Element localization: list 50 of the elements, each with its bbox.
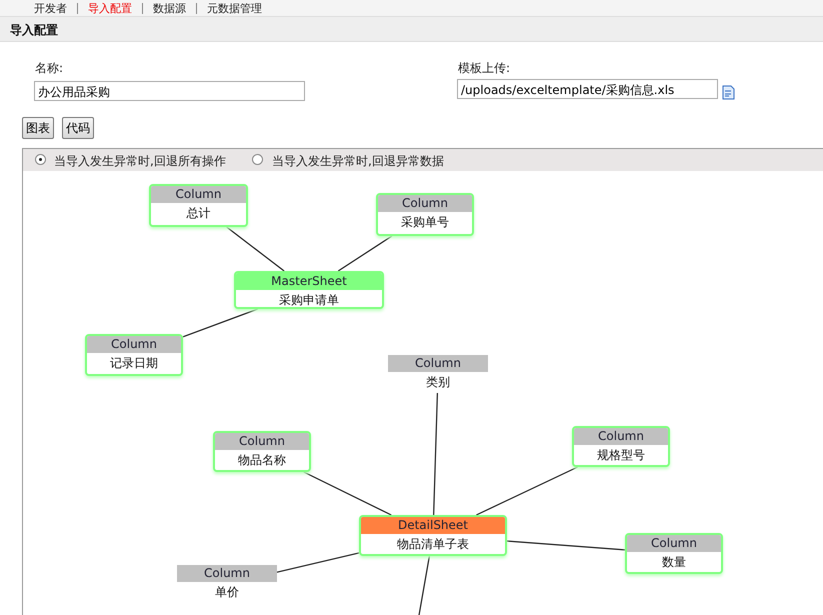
node-header: Column (378, 195, 472, 212)
column-card (213, 431, 311, 472)
connector-line (506, 540, 626, 550)
node-header: Column (574, 428, 668, 445)
tab-button: 代码 (62, 117, 94, 139)
node-text: 采购申请单 (278, 292, 340, 307)
node-text: 采购单号 (400, 214, 450, 231)
node-text: 规格型号 (596, 447, 646, 464)
node-text: 总计 (186, 205, 212, 222)
node-text: 单价 (214, 584, 240, 601)
node-text: 记录日期 (109, 355, 159, 372)
node-header: Column (388, 355, 488, 372)
nav-link: 导入配置 (77, 2, 142, 14)
node-header: Column (87, 336, 181, 353)
sheet-node (359, 515, 507, 556)
page-heading: 导入配置 (10, 22, 58, 39)
node-header: Column (627, 535, 721, 552)
node-header: MasterSheet (236, 273, 382, 290)
column-card (625, 533, 723, 574)
radio-label: 当导入发生异常时,回退所有操作 (54, 153, 226, 170)
tab-button: 图表 (22, 117, 54, 139)
connector-line (303, 471, 392, 516)
connector-line (433, 392, 438, 516)
node-header: DetailSheet (361, 517, 505, 534)
sheet-node (234, 271, 384, 309)
connector-line (476, 466, 578, 516)
nav-link: 开发者 (33, 2, 68, 14)
node-header: Column (151, 186, 246, 203)
field-label: 模板上传: (458, 60, 510, 77)
connector-line (226, 226, 285, 272)
node-text: 物品名称 (237, 452, 287, 469)
column-card (149, 184, 248, 227)
nav-link: 元数据管理 (196, 2, 272, 14)
node-header: Column (215, 433, 309, 450)
input-field: 办公用品采购 (34, 81, 305, 101)
node-header: Column (177, 565, 277, 582)
connector-line (338, 236, 392, 272)
connector-line (417, 556, 430, 615)
radio-label: 当导入发生异常时,回退异常数据 (272, 153, 444, 170)
column-card (85, 334, 183, 376)
column-card (572, 426, 670, 467)
node-text: 数量 (661, 554, 687, 571)
nav-link: 数据源 (142, 2, 196, 14)
connector-line (276, 552, 360, 573)
field-label: 名称: (35, 60, 64, 77)
connector-line (182, 308, 258, 338)
node-text: 物品清单子表 (396, 536, 470, 553)
input-field: /uploads/exceltemplate/采购信息.xls (457, 79, 718, 99)
column-card (376, 193, 474, 236)
node-text: 类别 (425, 374, 451, 391)
